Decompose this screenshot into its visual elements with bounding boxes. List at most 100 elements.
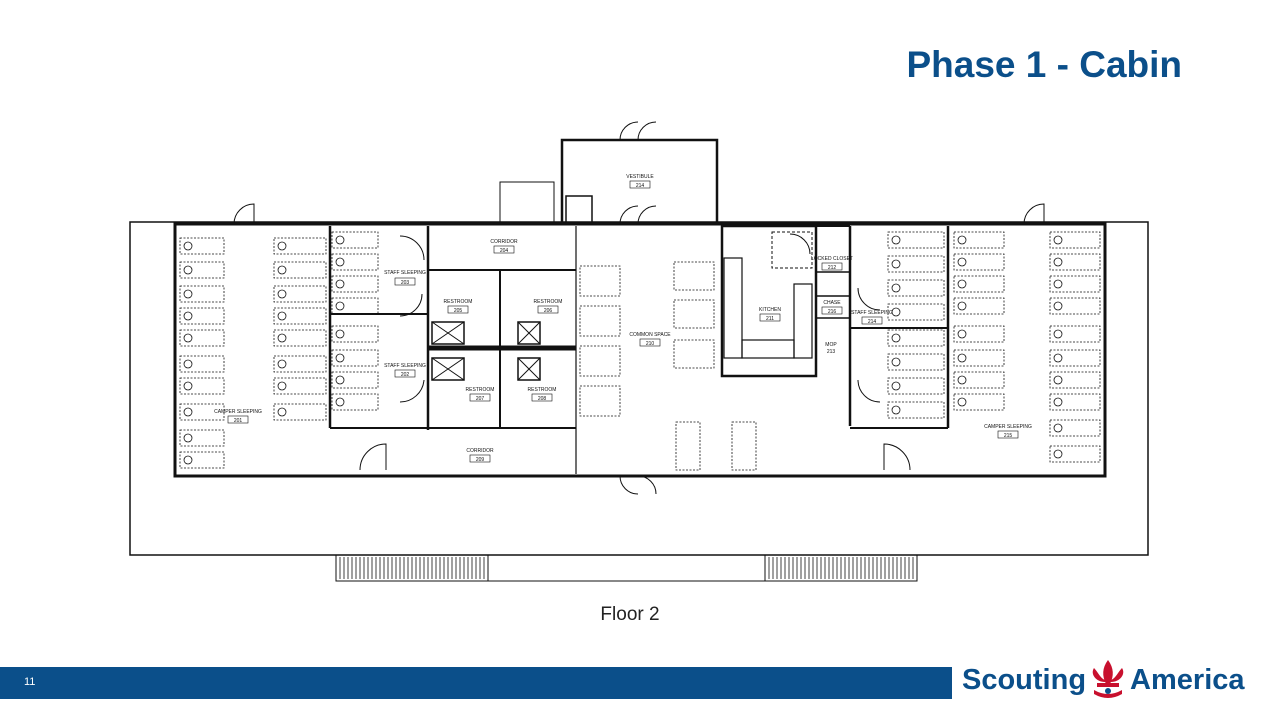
bed [273,261,327,279]
slide-title: Phase 1 - Cabin [906,44,1182,85]
bed [179,403,225,421]
room-label-camper-215: CAMPER SLEEPING 215 [984,424,1032,439]
bed [331,371,379,389]
bed [179,451,225,469]
room-label-vestibule: VESTIBULE 214 [626,174,654,189]
bed [1049,275,1101,293]
bed [1049,419,1101,437]
bed [887,303,945,321]
svg-text:KITCHEN: KITCHEN [759,307,781,313]
svg-text:202: 202 [401,372,410,378]
footer-bar: 11 [0,667,952,699]
svg-text:LOCKED CLOSET: LOCKED CLOSET [811,256,853,262]
bed [953,275,1005,293]
bed [179,329,225,347]
bed [953,231,1005,249]
svg-text:207: 207 [476,396,485,402]
bed [887,401,945,419]
deck-outline [129,221,1149,556]
room-label-closet-212: LOCKED CLOSET 212 [811,256,853,271]
stair-treads [339,557,485,579]
bed [1049,231,1101,249]
bed [273,307,327,325]
fleur-de-lis-icon [1092,660,1124,698]
bed [179,237,225,255]
bed [887,353,945,371]
bed [273,377,327,395]
svg-text:RESTROOM: RESTROOM [466,387,495,393]
svg-text:204: 204 [500,248,509,254]
room-label-staff-202: STAFF SLEEPING 202 [384,363,426,378]
bed [953,393,1005,411]
bed [331,253,379,271]
svg-text:212: 212 [828,265,837,271]
svg-text:206: 206 [544,308,553,314]
room-label-kitchen-211: KITCHEN 211 [759,307,781,322]
room-label-staff-203: STAFF SLEEPING 203 [384,270,426,286]
svg-text:214: 214 [868,319,877,325]
svg-text:CAMPER SLEEPING: CAMPER SLEEPING [984,424,1032,430]
logo-text-right: America [1130,663,1245,696]
svg-text:COMMON SPACE: COMMON SPACE [629,332,671,338]
logo-text-left: Scouting [962,663,1087,696]
bed [1049,297,1101,315]
svg-text:CORRIDOR: CORRIDOR [490,239,518,245]
svg-text:215: 215 [1004,433,1013,439]
room-label-restroom-207: RESTROOM 207 [466,387,495,402]
svg-text:MOP: MOP [825,342,837,348]
bed [331,297,379,315]
svg-text:203: 203 [401,280,410,286]
svg-text:211: 211 [766,316,774,322]
bed [953,349,1005,367]
bed [1049,445,1101,463]
bed [331,325,379,343]
bed [953,297,1005,315]
svg-text:STAFF SLEEPING: STAFF SLEEPING [384,270,426,276]
bed [331,275,379,293]
bed [179,261,225,279]
svg-text:CORRIDOR: CORRIDOR [466,448,494,454]
svg-text:213: 213 [827,349,836,355]
stair-treads [768,557,914,579]
bed [273,355,327,373]
bed [1049,349,1101,367]
bed [179,285,225,303]
bed [953,253,1005,271]
bed [179,355,225,373]
svg-text:CAMPER SLEEPING: CAMPER SLEEPING [214,409,262,415]
bed [887,231,945,249]
bed [887,377,945,395]
bed [179,377,225,395]
bed [331,393,379,411]
svg-text:214: 214 [636,183,645,189]
bed [179,429,225,447]
vestibule-outline [560,138,719,226]
bed [331,231,379,249]
bed [1049,393,1101,411]
bed [887,279,945,297]
bed [273,237,327,255]
svg-text:VESTIBULE: VESTIBULE [626,174,654,180]
svg-text:STAFF SLEEPING: STAFF SLEEPING [384,363,426,369]
bunk-beds [179,231,1101,469]
bed [953,371,1005,389]
svg-text:216: 216 [828,309,837,315]
scouting-america-logo: Scouting America [962,655,1245,705]
svg-text:205: 205 [454,308,463,314]
bed [1049,371,1101,389]
svg-text:CHASE: CHASE [823,300,841,306]
room-label-corridor-204: CORRIDOR 204 [490,239,518,254]
stairs-left [335,554,489,582]
page-number: 11 [24,676,36,688]
bed [273,403,327,421]
